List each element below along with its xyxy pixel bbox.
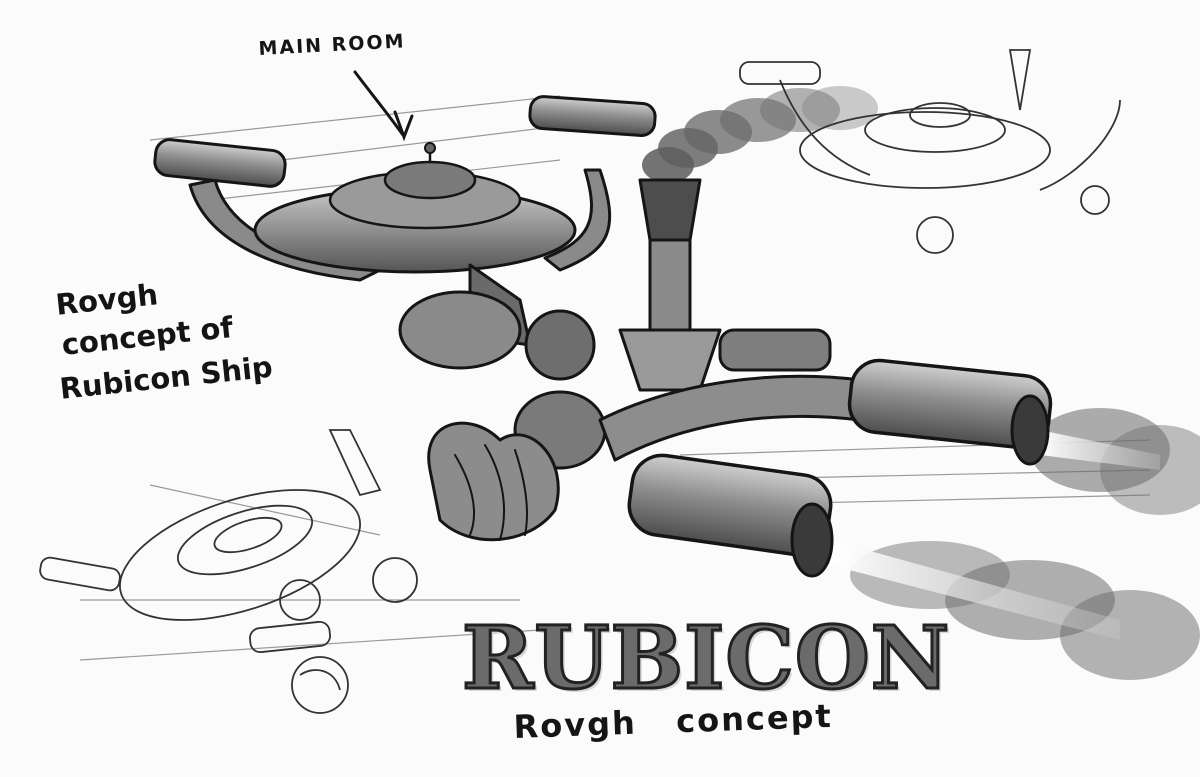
main-ship: [153, 95, 1053, 578]
chimney-smoke: [642, 86, 878, 183]
sketch-ship-top-right: [739, 49, 1121, 254]
arrow-down-icon: [353, 70, 414, 142]
sketch-ship-bottom-left: [39, 429, 418, 714]
title-rubicon: RUBICON: [460, 608, 951, 709]
exhaust-smoke: [830, 408, 1200, 680]
